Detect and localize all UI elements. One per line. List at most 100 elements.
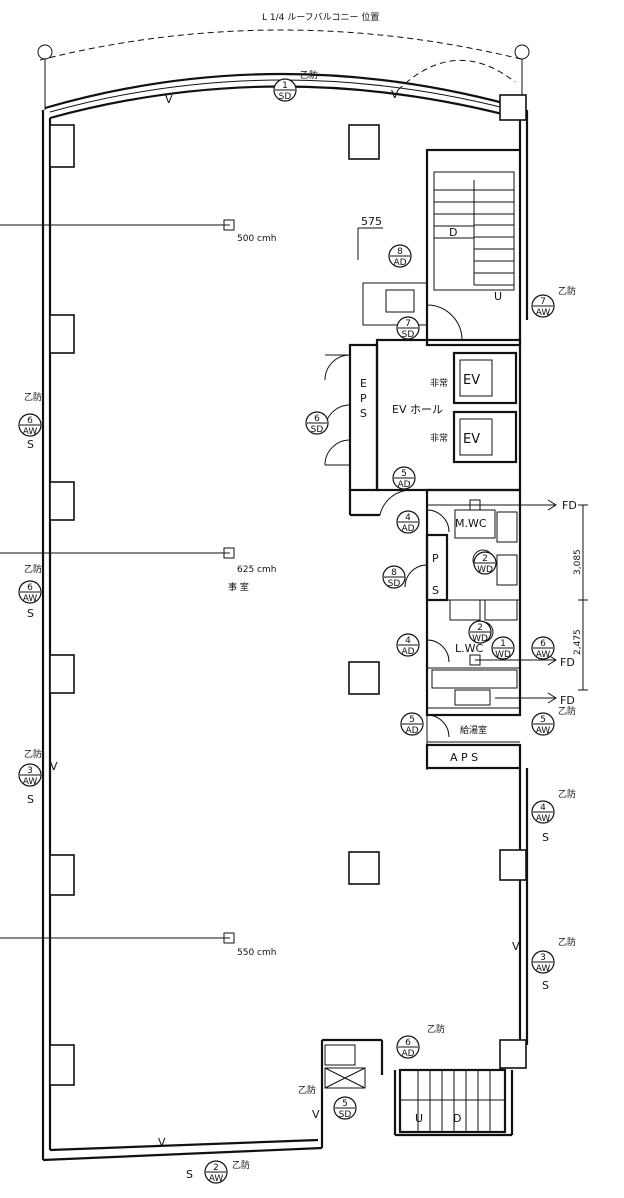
dim-2475: 2,475 xyxy=(573,629,583,655)
bubble-type: AW xyxy=(23,427,38,437)
bubble-type: AW xyxy=(536,650,551,660)
stair-2-down: D xyxy=(453,1112,461,1125)
otsu-2: 乙防 xyxy=(558,285,576,297)
fitting-bubble: 4AW xyxy=(531,800,555,824)
fitting-bubble: 5AW xyxy=(531,712,555,736)
bubble-type: WD xyxy=(495,650,511,660)
fitting-bubble: 5SD xyxy=(333,1096,357,1120)
bubble-number: 6 xyxy=(27,416,33,426)
otsu-1: 乙防 xyxy=(300,69,318,81)
otsu-11: 乙防 xyxy=(558,705,576,717)
bubble-number: 2 xyxy=(213,1163,219,1173)
fitting-bubble: 6AD xyxy=(396,1035,420,1059)
lwc-label: L.WC xyxy=(455,642,484,655)
bubble-number: 3 xyxy=(27,766,33,776)
bubble-type: AW xyxy=(536,964,551,974)
v-mark-4: V xyxy=(512,940,520,953)
eps-s: S xyxy=(360,407,367,420)
bubble-type: AD xyxy=(401,1049,414,1059)
ev-note-1: 非常 xyxy=(430,377,448,389)
bubble-type: AW xyxy=(23,594,38,604)
column-w2 xyxy=(49,314,75,354)
ev-note-2: 非常 xyxy=(430,432,448,444)
s-mark-3: S xyxy=(27,793,34,806)
otsu-10: 乙防 xyxy=(232,1159,250,1171)
bubble-number: 5 xyxy=(540,715,546,725)
column-w3 xyxy=(49,481,75,521)
otsu-3: 乙防 xyxy=(24,391,42,403)
door-swing-core xyxy=(426,304,463,341)
bubble-type: AD xyxy=(393,258,406,268)
dim-3085: 3,085 xyxy=(573,549,583,575)
column-w4 xyxy=(49,654,75,694)
fitting-bubble: 4AD xyxy=(396,510,420,534)
bubble-type: SD xyxy=(339,1110,352,1120)
corner-post-left xyxy=(37,44,53,60)
fitting-bubble: 2WD xyxy=(468,620,492,644)
bubble-number: 3 xyxy=(540,953,546,963)
bubble-type: AD xyxy=(397,480,410,490)
fitting-bubble: 1WD xyxy=(491,636,515,660)
s-mark-4: S xyxy=(542,831,549,844)
fitting-bubble: 2AW xyxy=(204,1160,228,1184)
ps-shaft xyxy=(425,533,449,602)
bubble-type: SD xyxy=(402,330,415,340)
bubble-number: 1 xyxy=(282,81,288,91)
aps-label: A P S xyxy=(450,751,478,764)
otsu-8: 乙防 xyxy=(427,1023,445,1035)
bubble-type: SD xyxy=(311,425,324,435)
stair-2 xyxy=(398,1068,507,1134)
dim-575: 575 xyxy=(361,215,382,228)
bubble-number: 6 xyxy=(405,1038,411,1048)
column-e2 xyxy=(499,1039,527,1069)
bubble-type: AW xyxy=(536,814,551,824)
fitting-bubble: 6SD xyxy=(305,411,329,435)
bubble-type: AD xyxy=(405,726,418,736)
otsu-9: 乙防 xyxy=(298,1084,316,1096)
fd-2: FD xyxy=(560,656,575,669)
stair-1 xyxy=(434,180,514,286)
v-mark-1: V xyxy=(165,93,173,106)
fitting-bubble: 7SD xyxy=(396,316,420,340)
fitting-bubble: 1SD xyxy=(273,78,297,102)
airflow-625: 625 cmh xyxy=(237,565,276,575)
s-mark-1: S xyxy=(27,438,34,451)
column-w6 xyxy=(49,1044,75,1086)
bubble-type: AW xyxy=(23,777,38,787)
bubble-number: 7 xyxy=(405,319,411,329)
ev-shaft-1 xyxy=(452,351,518,405)
fitting-bubble: 6AW xyxy=(18,580,42,604)
bubble-number: 8 xyxy=(397,247,403,257)
fitting-bubble: 8AD xyxy=(388,244,412,268)
column-c2 xyxy=(348,661,380,695)
bubble-number: 4 xyxy=(405,513,411,523)
bubble-number: 1 xyxy=(500,639,506,649)
fitting-bubble: 4AD xyxy=(396,633,420,657)
core-outline xyxy=(425,148,522,347)
airflow-500: 500 cmh xyxy=(237,234,276,244)
fitting-bubble: 8SD xyxy=(382,565,406,589)
toilet-block xyxy=(425,488,522,717)
bubble-number: 7 xyxy=(540,297,546,307)
bubble-type: SD xyxy=(388,579,401,589)
fitting-bubble: 3AW xyxy=(18,763,42,787)
stair-1-down: D xyxy=(449,226,457,239)
bubble-number: 6 xyxy=(314,414,320,424)
bubble-number: 2 xyxy=(477,623,483,633)
v-mark-2: V xyxy=(391,88,399,101)
fitting-bubble: 6AW xyxy=(18,413,42,437)
bubble-number: 5 xyxy=(409,715,415,725)
fitting-bubble: 7AW xyxy=(531,294,555,318)
bubble-type: WD xyxy=(472,634,488,644)
balcony-arc xyxy=(397,60,516,91)
south-wall-inner xyxy=(49,1138,319,1152)
otsu-7: 乙防 xyxy=(558,936,576,948)
fitting-bubble: 2WD xyxy=(473,551,497,575)
facade-curve-outer xyxy=(44,72,523,110)
ev-shaft-2 xyxy=(452,410,518,464)
v-mark-5: V xyxy=(158,1136,166,1149)
column-w1 xyxy=(49,124,75,168)
bubble-type: AW xyxy=(536,308,551,318)
